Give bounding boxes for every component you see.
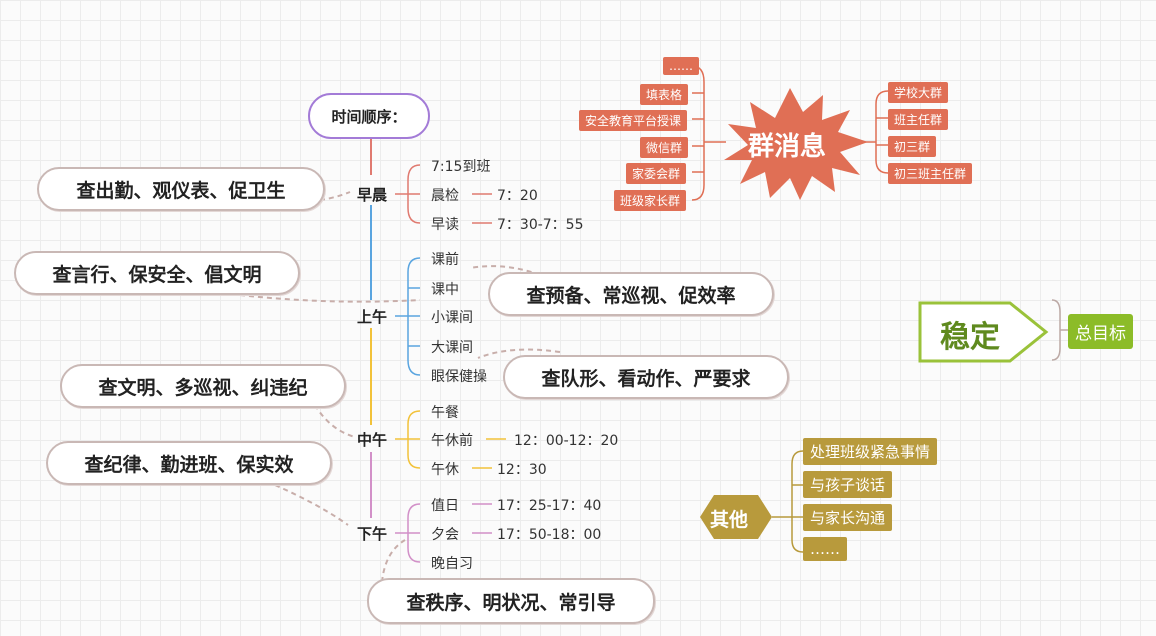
group-message-starburst	[724, 88, 868, 200]
afternoon-item-self-study[interactable]: 晚自习	[431, 556, 473, 572]
group-right-item-grade3[interactable]: 初三群	[888, 136, 937, 157]
bubble-prepare[interactable]: 查预备、常巡视、促效率	[488, 272, 774, 316]
bubble-safety-label: 查言行、保安全、倡文明	[52, 263, 262, 286]
afternoon-item-evening-meeting[interactable]: 夕会	[431, 527, 459, 543]
bubble-civility[interactable]: 查文明、多巡视、纠违纪	[60, 364, 346, 408]
forenoon-item-before-class[interactable]: 课前	[431, 252, 459, 268]
group-left-item-ellipsis[interactable]: ……	[663, 57, 699, 75]
bubble-prepare-label: 查预备、常巡视、促效率	[526, 284, 736, 307]
morning-item-reading[interactable]: 早读	[431, 217, 459, 233]
group-left-item-parent-committee[interactable]: 家委会群	[626, 163, 687, 184]
goal-tag[interactable]: 总目标	[1068, 314, 1133, 349]
others-hexagon-shape	[700, 495, 772, 539]
bubble-attendance-label: 查出勤、观仪表、促卫生	[76, 179, 286, 202]
afternoon-item-evening-meeting-time: 17：50-18：00	[497, 527, 602, 543]
root-node[interactable]: 时间顺序：	[308, 93, 430, 139]
noon-item-before-nap[interactable]: 午休前	[431, 433, 473, 449]
others-item-ellipsis[interactable]: ……	[803, 537, 847, 561]
bubble-order-label: 查秩序、明状况、常引导	[406, 591, 616, 614]
others-item-talk-parents[interactable]: 与家长沟通	[803, 504, 893, 531]
bubble-attendance[interactable]: 查出勤、观仪表、促卫生	[37, 167, 325, 211]
noon-item-nap[interactable]: 午休	[431, 462, 459, 478]
period-morning[interactable]: 早晨	[357, 186, 388, 204]
others-item-talk-child[interactable]: 与孩子谈话	[803, 471, 893, 498]
group-left-item-wechat[interactable]: 微信群	[640, 137, 689, 158]
group-left-item-forms[interactable]: 填表格	[640, 84, 689, 105]
stability-label[interactable]: 稳定	[940, 320, 1000, 355]
forenoon-item-eye-exercise[interactable]: 眼保健操	[431, 369, 487, 385]
group-message-title[interactable]: 群消息	[748, 132, 827, 162]
forenoon-item-long-break[interactable]: 大课间	[431, 340, 473, 356]
morning-item-arrival[interactable]: 7:15到班	[431, 159, 491, 175]
morning-item-check-time: 7：20	[497, 188, 538, 204]
bubble-civility-label: 查文明、多巡视、纠违纪	[98, 376, 308, 399]
forenoon-item-short-break[interactable]: 小课间	[431, 310, 473, 326]
group-right-item-school[interactable]: 学校大群	[888, 82, 949, 103]
group-right-item-head-teachers[interactable]: 班主任群	[888, 109, 949, 130]
afternoon-item-duty[interactable]: 值日	[431, 498, 459, 514]
afternoon-item-duty-time: 17：25-17：40	[497, 498, 602, 514]
period-noon[interactable]: 中午	[357, 431, 388, 449]
bubble-safety[interactable]: 查言行、保安全、倡文明	[14, 251, 300, 295]
stability-arrow-shape	[918, 301, 1049, 363]
noon-item-before-nap-time: 12：00-12：20	[514, 433, 619, 449]
root-label: 时间顺序：	[331, 107, 407, 126]
morning-item-check[interactable]: 晨检	[431, 188, 459, 204]
others-label[interactable]: 其他	[710, 509, 749, 531]
group-left-item-class-parents[interactable]: 班级家长群	[614, 190, 687, 211]
group-left-item-safety-platform[interactable]: 安全教育平台授课	[579, 110, 688, 131]
noon-item-nap-time: 12：30	[497, 462, 547, 478]
bubble-discipline-label: 查纪律、勤进班、保实效	[84, 453, 294, 476]
period-forenoon[interactable]: 上午	[357, 308, 388, 326]
others-item-emergency[interactable]: 处理班级紧急事情	[803, 438, 938, 465]
group-right-item-grade3-head-teachers[interactable]: 初三班主任群	[888, 163, 973, 184]
bubble-formation[interactable]: 查队形、看动作、严要求	[503, 355, 789, 399]
bubble-formation-label: 查队形、看动作、严要求	[541, 367, 751, 390]
bubble-discipline[interactable]: 查纪律、勤进班、保实效	[46, 441, 332, 485]
period-afternoon[interactable]: 下午	[357, 525, 388, 543]
forenoon-item-in-class[interactable]: 课中	[431, 282, 459, 298]
bubble-order[interactable]: 查秩序、明状况、常引导	[367, 578, 655, 624]
noon-item-lunch[interactable]: 午餐	[431, 405, 459, 421]
morning-item-reading-time: 7：30-7：55	[497, 217, 584, 233]
